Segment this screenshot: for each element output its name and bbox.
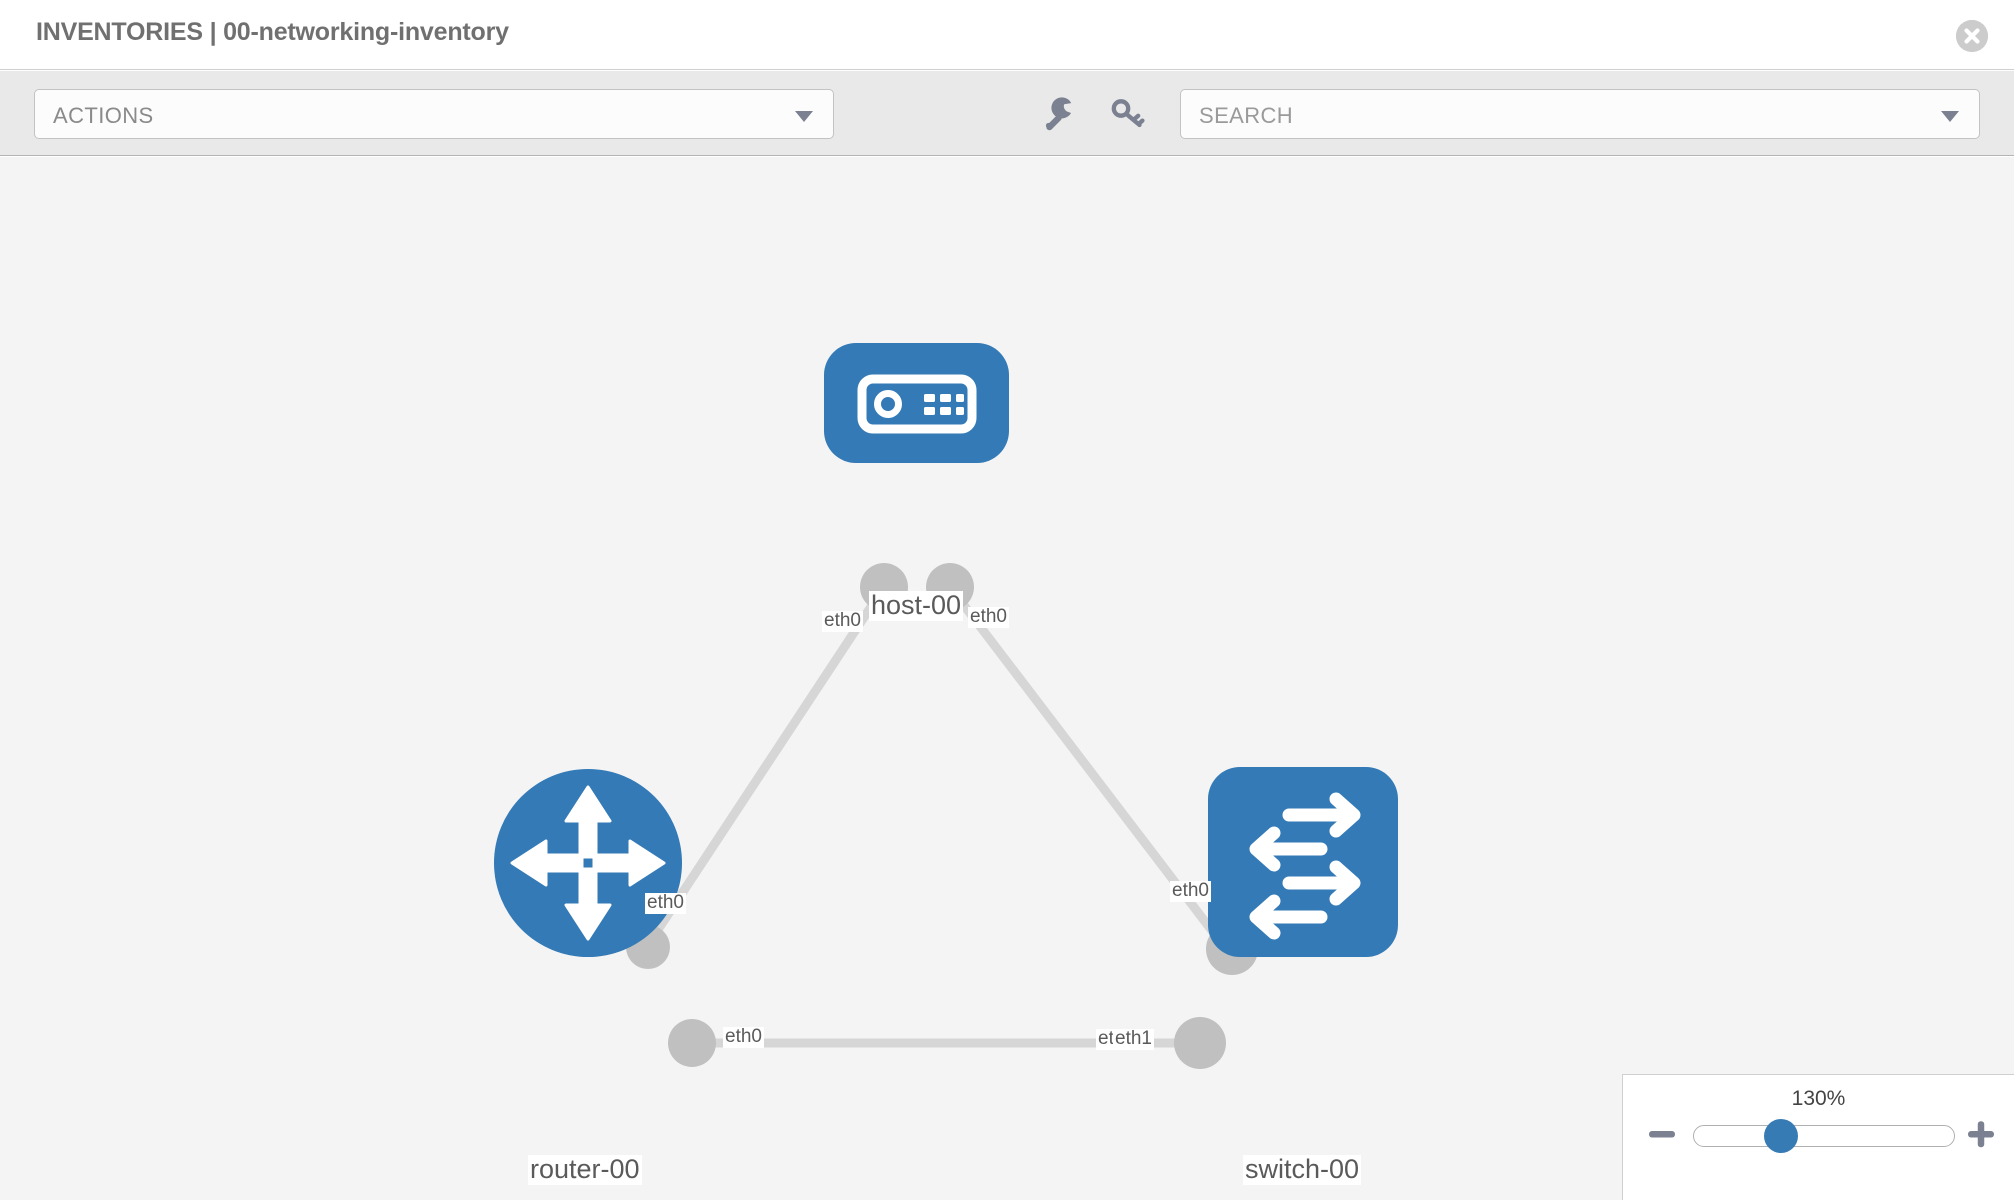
- plus-icon: [1968, 1121, 1994, 1148]
- router-icon: [510, 785, 666, 941]
- actions-dropdown[interactable]: ACTIONS: [34, 89, 834, 139]
- iface-label-router00-right: eth0: [723, 1026, 764, 1048]
- node-host-00[interactable]: [824, 343, 1009, 463]
- key-icon: [1111, 99, 1145, 128]
- zoom-level-value: 130%: [1791, 1087, 1846, 1110]
- iface-label-router00-up: eth0: [645, 892, 686, 914]
- topology-links: [636, 584, 1236, 1048]
- topology-canvas[interactable]: eth0 eth0 eth0 eth0 eth0 eth0 eth1 host-…: [0, 157, 2014, 1200]
- node-label-switch-00: switch-00: [1243, 1154, 1362, 1185]
- page-title: INVENTORIES | 00-networking-inventory: [36, 18, 509, 46]
- switch-icon: [1249, 792, 1361, 940]
- search-input[interactable]: SEARCH: [1180, 89, 1980, 139]
- iface-label-switch00-up: eth0: [1170, 880, 1211, 902]
- node-label-router-00: router-00: [528, 1154, 642, 1185]
- chevron-down-icon: [1941, 111, 1959, 122]
- iface-label-host00-right: eth0: [968, 606, 1009, 628]
- zoom-slider-thumb[interactable]: [1764, 1119, 1798, 1153]
- zoom-control-panel: 130%: [1622, 1074, 2014, 1200]
- toolbar: ACTIONS SEARCH: [0, 71, 2014, 156]
- actions-dropdown-label: ACTIONS: [53, 103, 154, 128]
- key-button[interactable]: [1106, 93, 1148, 135]
- minus-icon: [1649, 1131, 1675, 1138]
- iface-endpoint-switch00-left[interactable]: [1174, 1017, 1226, 1069]
- iface-endpoint-router00-right[interactable]: [668, 1019, 716, 1067]
- wrench-icon: [1045, 97, 1072, 131]
- search-placeholder: SEARCH: [1199, 103, 1294, 128]
- page-header: INVENTORIES | 00-networking-inventory: [0, 0, 2014, 70]
- wrench-button[interactable]: [1038, 93, 1080, 135]
- node-switch-00[interactable]: [1208, 767, 1398, 957]
- server-icon: [857, 374, 977, 434]
- zoom-out-button[interactable]: [1645, 1117, 1679, 1151]
- chevron-down-icon: [795, 111, 813, 122]
- close-icon: [1956, 20, 1988, 52]
- topology-graph[interactable]: [0, 157, 2014, 1200]
- iface-label-switch00-left: eth1: [1113, 1028, 1154, 1050]
- topology-interface-endpoints: [626, 563, 1258, 1069]
- node-router-00[interactable]: [494, 769, 682, 957]
- close-button[interactable]: [1956, 20, 1988, 52]
- node-label-host-00: host-00: [869, 590, 964, 621]
- zoom-in-button[interactable]: [1964, 1117, 1998, 1151]
- iface-label-host00-left: eth0: [822, 610, 863, 632]
- zoom-slider-track[interactable]: [1693, 1125, 1955, 1147]
